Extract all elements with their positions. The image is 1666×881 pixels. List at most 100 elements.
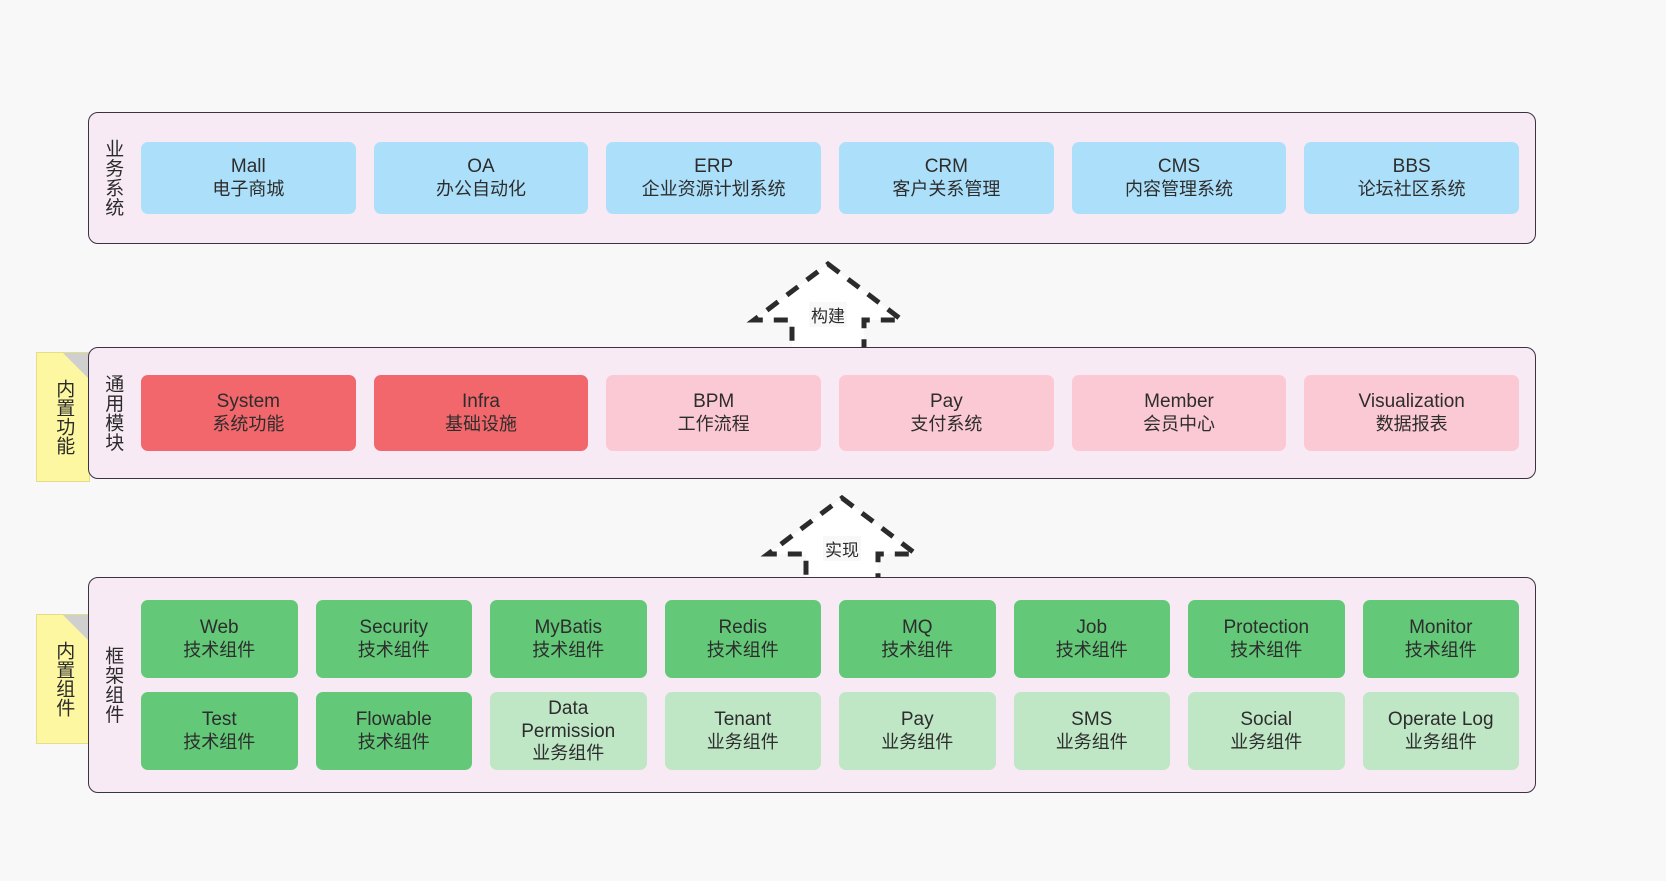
- card-member[interactable]: Member 会员中心: [1071, 375, 1287, 451]
- card-sms[interactable]: SMS 业务组件: [1013, 692, 1170, 770]
- card-member-en: Member: [1144, 391, 1214, 413]
- card-mall-cn: 电子商城: [212, 178, 285, 199]
- sticky-builtin-component-label: 内置组件: [53, 641, 75, 717]
- card-pay-component-cn: 业务组件: [881, 731, 954, 752]
- card-crm-cn: 客户关系管理: [892, 178, 1001, 199]
- card-monitor-en: Monitor: [1409, 617, 1473, 639]
- card-data-permission-cn: 业务组件: [532, 743, 605, 764]
- card-job-cn: 技术组件: [1055, 639, 1128, 660]
- card-operate-log-cn: 业务组件: [1404, 731, 1477, 752]
- card-pay-module-en: Pay: [929, 391, 963, 413]
- card-monitor[interactable]: Monitor 技术组件: [1362, 600, 1519, 678]
- card-mall[interactable]: Mall 电子商城: [141, 142, 356, 214]
- connector-implement-label: 实现: [823, 536, 861, 561]
- sticky-note-builtin-function[interactable]: 内置功能: [36, 352, 90, 482]
- card-bpm[interactable]: BPM 工作流程: [606, 375, 822, 451]
- card-visualization-cn: 数据报表: [1375, 413, 1448, 434]
- card-monitor-cn: 技术组件: [1404, 639, 1477, 660]
- card-sms-cn: 业务组件: [1055, 731, 1128, 752]
- card-security[interactable]: Security 技术组件: [315, 600, 472, 678]
- card-sms-en: SMS: [1071, 709, 1113, 731]
- card-pay-module-cn: 支付系统: [910, 413, 983, 434]
- card-operate-log-en: Operate Log: [1387, 709, 1494, 731]
- card-mq-cn: 技术组件: [881, 639, 954, 660]
- card-mybatis-en: MyBatis: [534, 617, 603, 639]
- card-mybatis-cn: 技术组件: [532, 639, 605, 660]
- card-crm[interactable]: CRM 客户关系管理: [839, 142, 1054, 214]
- card-web-cn: 技术组件: [183, 639, 256, 660]
- layer-business-body: Mall 电子商城 OA 办公自动化 ERP 企业资源计划系统 CRM 客户关系…: [135, 113, 1535, 243]
- layer-modules-title: 通用模块: [102, 374, 124, 452]
- card-system-en: System: [216, 391, 281, 413]
- card-oa-cn: 办公自动化: [436, 178, 526, 199]
- card-erp-en: ERP: [694, 156, 734, 178]
- card-redis-en: Redis: [718, 617, 768, 639]
- card-security-cn: 技术组件: [357, 639, 430, 660]
- card-system[interactable]: System 系统功能: [141, 375, 356, 451]
- card-bbs[interactable]: BBS 论坛社区系统: [1304, 142, 1520, 214]
- layer-framework-components: 框架组件 Web 技术组件 Security 技术组件 MyBatis 技术组件…: [88, 577, 1536, 793]
- card-test-cn: 技术组件: [183, 731, 256, 752]
- card-job[interactable]: Job 技术组件: [1013, 600, 1170, 678]
- card-job-en: Job: [1076, 617, 1108, 639]
- card-test-en: Test: [201, 709, 237, 731]
- card-operate-log[interactable]: Operate Log 业务组件: [1362, 692, 1519, 770]
- card-web-en: Web: [199, 617, 239, 639]
- card-social-en: Social: [1240, 709, 1293, 731]
- card-mq[interactable]: MQ 技术组件: [839, 600, 996, 678]
- card-oa[interactable]: OA 办公自动化: [373, 142, 589, 214]
- card-test[interactable]: Test 技术组件: [141, 692, 298, 770]
- card-infra-cn: 基础设施: [445, 413, 517, 434]
- card-flowable[interactable]: Flowable 技术组件: [315, 692, 472, 770]
- layer-framework-title: 框架组件: [102, 646, 124, 724]
- card-visualization-en: Visualization: [1358, 391, 1465, 413]
- card-redis-cn: 技术组件: [706, 639, 779, 660]
- card-pay-component-en: Pay: [900, 709, 934, 731]
- sticky-note-builtin-component[interactable]: 内置组件: [36, 614, 90, 744]
- card-bbs-cn: 论坛社区系统: [1357, 178, 1466, 199]
- card-bbs-en: BBS: [1392, 156, 1431, 178]
- card-mybatis[interactable]: MyBatis 技术组件: [490, 600, 647, 678]
- card-protection[interactable]: Protection 技术组件: [1188, 600, 1345, 678]
- card-pay-module[interactable]: Pay 支付系统: [839, 375, 1054, 451]
- card-cms-cn: 内容管理系统: [1125, 178, 1234, 199]
- card-protection-en: Protection: [1223, 617, 1310, 639]
- sticky-builtin-function-label: 内置功能: [53, 379, 75, 455]
- card-oa-en: OA: [467, 156, 495, 178]
- card-social[interactable]: Social 业务组件: [1188, 692, 1345, 770]
- card-cms-en: CMS: [1157, 156, 1201, 178]
- card-social-cn: 业务组件: [1230, 731, 1303, 752]
- layer-framework-body: Web 技术组件 Security 技术组件 MyBatis 技术组件 Redi…: [135, 578, 1535, 792]
- framework-row-2: Test 技术组件 Flowable 技术组件 Data Permission …: [141, 692, 1519, 770]
- card-crm-en: CRM: [924, 156, 968, 178]
- sticky-fold-icon: [63, 615, 89, 641]
- card-infra-en: Infra: [461, 391, 501, 413]
- card-pay-component[interactable]: Pay 业务组件: [839, 692, 996, 770]
- card-erp[interactable]: ERP 企业资源计划系统: [606, 142, 822, 214]
- card-bpm-en: BPM: [693, 391, 735, 413]
- card-flowable-en: Flowable: [355, 709, 432, 731]
- layer-modules-body: System 系统功能 Infra 基础设施 BPM 工作流程 Pay 支付系统…: [135, 348, 1535, 478]
- card-web[interactable]: Web 技术组件: [141, 600, 298, 678]
- card-infra[interactable]: Infra 基础设施: [373, 375, 589, 451]
- card-system-cn: 系统功能: [212, 413, 285, 434]
- card-security-en: Security: [359, 617, 429, 639]
- card-tenant[interactable]: Tenant 业务组件: [664, 692, 821, 770]
- card-tenant-en: Tenant: [714, 709, 772, 731]
- card-visualization[interactable]: Visualization 数据报表: [1304, 375, 1520, 451]
- card-flowable-cn: 技术组件: [357, 731, 430, 752]
- card-redis[interactable]: Redis 技术组件: [664, 600, 821, 678]
- layer-common-modules: 通用模块 System 系统功能 Infra 基础设施 BPM 工作流程 Pay: [88, 347, 1536, 479]
- card-cms[interactable]: CMS 内容管理系统: [1071, 142, 1287, 214]
- business-row: Mall 电子商城 OA 办公自动化 ERP 企业资源计划系统 CRM 客户关系…: [141, 142, 1520, 214]
- modules-row: System 系统功能 Infra 基础设施 BPM 工作流程 Pay 支付系统…: [141, 375, 1520, 451]
- card-erp-cn: 企业资源计划系统: [641, 178, 786, 199]
- layer-business-systems: 业务系统 Mall 电子商城 OA 办公自动化 ERP 企业资源计划系统 CRM: [88, 112, 1536, 244]
- card-protection-cn: 技术组件: [1230, 639, 1303, 660]
- card-data-permission-en: Data Permission: [521, 697, 616, 743]
- sticky-fold-icon: [63, 353, 89, 379]
- card-tenant-cn: 业务组件: [706, 731, 779, 752]
- connector-build: 构建: [746, 258, 910, 358]
- card-data-permission[interactable]: Data Permission 业务组件: [490, 692, 647, 770]
